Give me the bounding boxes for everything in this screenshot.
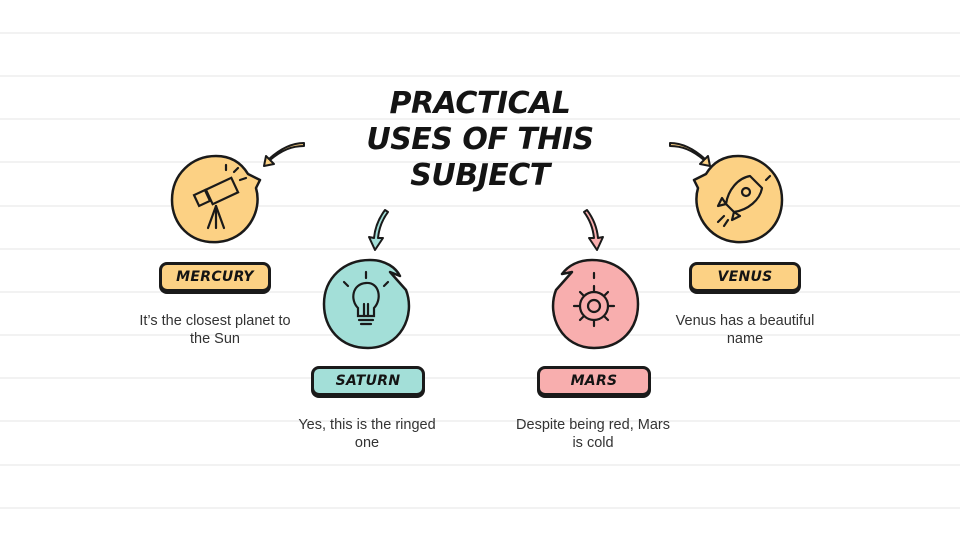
saturn-circle — [322, 258, 411, 350]
venus-label: VENUS — [689, 262, 801, 292]
mars-label: MARS — [537, 366, 651, 396]
saturn-description: Yes, this is the ringed one — [298, 417, 436, 451]
mars-name: MARS — [570, 373, 618, 389]
gear-icon — [572, 271, 616, 328]
rocket-icon — [716, 174, 772, 228]
lightbulb-icon — [342, 270, 390, 326]
arrow-to-saturn-icon — [368, 209, 389, 251]
title-line-2: USES OF THIS — [366, 122, 594, 157]
mars-description: Despite being red, Mars is cold — [516, 417, 670, 451]
telescope-icon — [192, 163, 248, 230]
saturn-name: SATURN — [335, 373, 401, 389]
mars-circle — [551, 258, 640, 350]
mercury-label: MERCURY — [159, 262, 271, 292]
page-title: PRACTICAL USES OF THIS SUBJECT — [340, 86, 620, 194]
title-line-3: SUBJECT — [410, 158, 550, 193]
arrow-to-mercury-icon — [263, 142, 305, 167]
venus-description: Venus has a beautiful name — [675, 313, 815, 347]
title-line-1: PRACTICAL — [389, 86, 571, 121]
arrow-to-mars-icon — [583, 209, 604, 251]
venus-name: VENUS — [717, 269, 773, 285]
arrow-to-venus-icon — [669, 142, 711, 167]
mercury-description: It’s the closest planet to the Sun — [139, 313, 291, 347]
venus-circle — [692, 154, 784, 244]
mercury-circle — [170, 154, 262, 244]
saturn-label: SATURN — [311, 366, 425, 396]
mercury-name: MERCURY — [176, 269, 254, 285]
